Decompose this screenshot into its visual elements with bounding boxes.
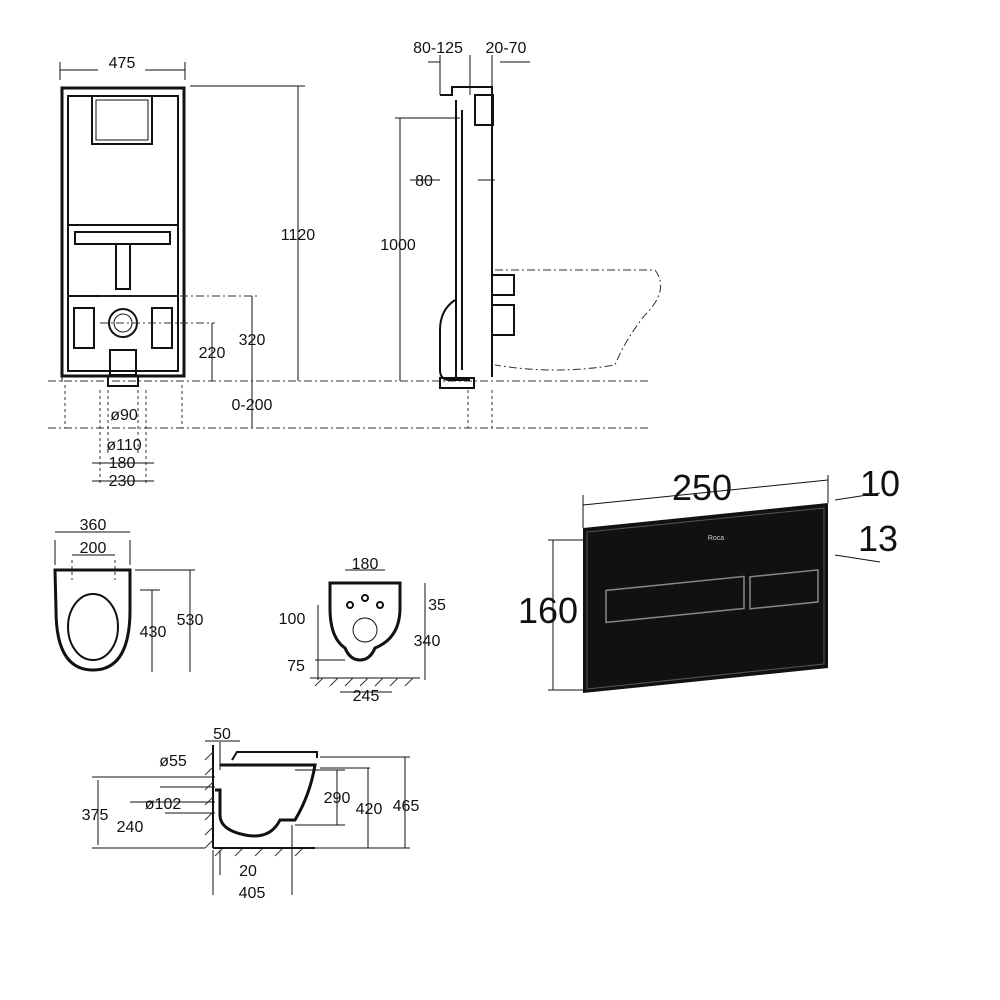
bowl-side-view: 50 ø55 ø102 375 240 290 420 465 20 405 — [82, 726, 420, 902]
plate-height-label: 160 — [518, 590, 578, 631]
h290-label: 290 — [324, 790, 351, 807]
d90-label: ø90 — [110, 407, 138, 424]
bowl-width-label: 360 — [80, 517, 107, 534]
wall-bottom-label: 75 — [287, 658, 305, 675]
d55-label: ø55 — [159, 753, 187, 770]
side-height-label: 1000 — [380, 237, 416, 254]
h240-label: 240 — [117, 819, 144, 836]
depth-label: 80-125 — [413, 40, 463, 57]
bowl-length-label: 530 — [177, 612, 204, 629]
plate-thickness-inner-label: 13 — [858, 518, 898, 559]
frame-width-label: 475 — [109, 55, 136, 72]
d110-label: ø110 — [106, 437, 141, 454]
frame-front-view: 475 1120 320 220 0-200 ø90 ø110 180 230 — [48, 55, 650, 490]
plate-width-label: 250 — [672, 467, 732, 508]
plate-offset-label: 80 — [415, 173, 433, 190]
wall-top-label: 35 — [428, 597, 446, 614]
bowl-top-view: 360 200 430 530 — [53, 517, 204, 672]
projection-label: 405 — [239, 885, 266, 902]
plate-logo: Roca — [708, 535, 724, 542]
wall-thickness-label: 50 — [213, 726, 231, 743]
offset-label: 20-70 — [486, 40, 527, 57]
inlet-height-label: 220 — [199, 345, 226, 362]
bowl-wall-view: 180 35 100 340 75 245 — [279, 556, 446, 705]
wall-width-label: 180 — [352, 556, 379, 573]
frame-height-label: 1120 — [281, 227, 316, 244]
h465-label: 465 — [393, 798, 420, 815]
gap-label: 20 — [239, 863, 257, 880]
d102-label: ø102 — [145, 796, 182, 813]
plate-thickness-outer-label: 10 — [860, 463, 900, 504]
bowl-inner-length-label: 430 — [140, 624, 167, 641]
outlet-height-label: 320 — [239, 332, 266, 349]
bolt-height-label: 100 — [279, 611, 306, 628]
h375-label: 375 — [82, 807, 109, 824]
wall-height-label: 340 — [414, 633, 441, 650]
h420-label: 420 — [356, 801, 383, 818]
frame-side-view: 80-125 20-70 80 1000 — [380, 40, 662, 428]
floor-adjust-label: 0-200 — [232, 397, 273, 414]
w180-label: 180 — [109, 455, 136, 472]
wall-base-label: 245 — [353, 688, 380, 705]
bowl-inner-width-label: 200 — [80, 540, 107, 557]
flush-plate: Roca 250 10 13 160 — [518, 463, 900, 693]
w230-label: 230 — [109, 473, 136, 490]
